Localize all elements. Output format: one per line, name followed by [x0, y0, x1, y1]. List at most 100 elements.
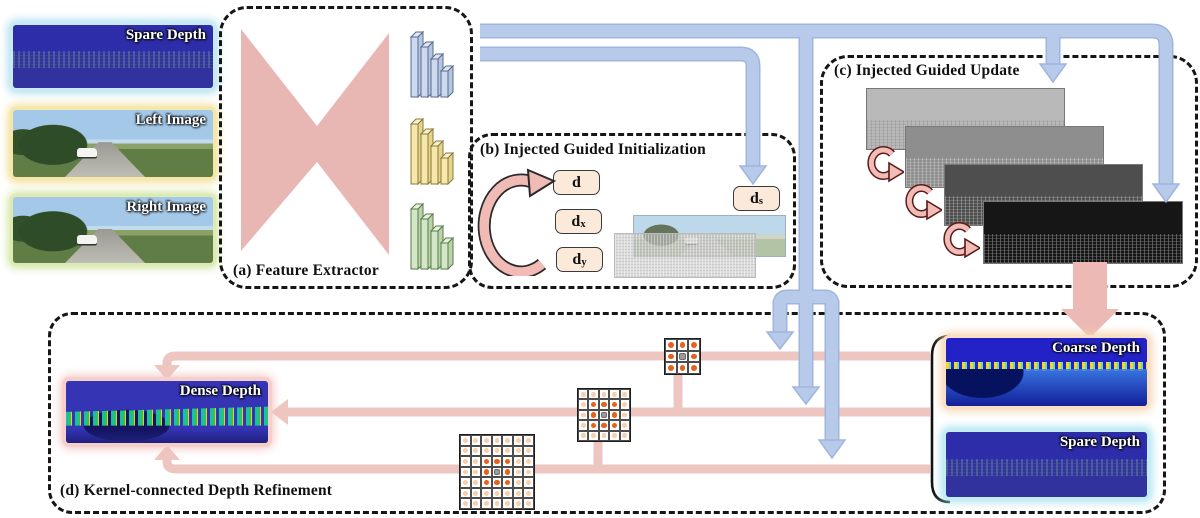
kernel-cell [512, 456, 524, 467]
kernel-cell [470, 435, 482, 446]
kernel-cell [460, 466, 471, 478]
kernel-weight-dot [483, 458, 490, 465]
kernel-cell [470, 487, 482, 499]
kernel-cell [676, 350, 689, 363]
kernel-weight-dot [515, 448, 521, 454]
feature-pyramid-green-icon [409, 202, 455, 271]
sparse-ds-base: d [750, 189, 759, 207]
sparse-ds-sub: s [758, 195, 763, 207]
disparity-dy-sub: y [581, 256, 587, 268]
kernel-weight-dot [484, 437, 489, 443]
kernel-cell [619, 399, 630, 410]
update-iteration-4-image [983, 201, 1183, 264]
kernel-weight-dot [601, 422, 607, 428]
kernel-cell [470, 456, 482, 467]
kernel-weight-dot [622, 391, 628, 397]
kernel-weight-dot [462, 490, 468, 496]
kernel-cell [523, 466, 534, 478]
kernel-cell [502, 498, 513, 509]
dense-depth-colorband [66, 406, 268, 426]
kernel-cell [688, 362, 700, 374]
kernel-cell [491, 498, 503, 509]
kernel-weight-dot [591, 433, 596, 439]
kernel-weight-dot [515, 469, 521, 475]
kernel-weight-dot [515, 437, 521, 443]
kernel-cell [470, 466, 482, 478]
kernel-cell [523, 487, 534, 499]
kernel-cell [491, 456, 503, 467]
kernel-cell [460, 456, 471, 467]
kernel-weight-dot [494, 448, 500, 454]
kernel-cell [619, 430, 630, 441]
kernel-cell [491, 477, 503, 488]
input-right-image-label: Right Image [126, 199, 206, 215]
kernel-weight-dot [504, 458, 511, 465]
kernel-weight-dot [580, 412, 586, 418]
kernel-weight-dot [505, 490, 510, 496]
kernel-weight-dot [494, 479, 500, 486]
kernel-center-dot [601, 412, 607, 418]
kernel-weight-dot [505, 437, 510, 443]
kernel-cell [676, 339, 689, 351]
update-cycle-arrow-icon [943, 222, 980, 259]
kernel-cell [588, 389, 599, 400]
kernel-cell [481, 498, 492, 509]
kernel-cell [578, 409, 589, 421]
kernel-center-dot [494, 469, 500, 475]
kernel-weight-dot [504, 469, 511, 475]
kernel-cell [512, 487, 524, 499]
kernel-weight-dot [601, 401, 607, 408]
kernel-grid-7x7 [459, 434, 535, 510]
kernel-cell [598, 399, 610, 410]
kernel-cell [578, 430, 589, 441]
kernel-cell [523, 435, 534, 446]
module-d-box [48, 312, 1166, 514]
kernel-weight-dot [505, 448, 510, 454]
module-a-title: (a) Feature Extractor [233, 262, 379, 279]
input-spare-depth-image: Spare Depth [13, 25, 213, 88]
kernel-cell [523, 477, 534, 488]
kernel-cell [665, 339, 677, 351]
kernel-cell [502, 445, 513, 457]
kernel-weight-dot [473, 448, 479, 454]
spare-depth-bottom-label: Spare Depth [1059, 434, 1140, 450]
kernel-weight-dot [484, 448, 489, 454]
kernel-grid-5x5 [577, 388, 631, 442]
sparse-overlay-noise [615, 234, 755, 277]
coarse-depth-image: Coarse Depth [946, 338, 1147, 406]
kernel-weight-dot [483, 469, 490, 475]
kernel-weight-dot [591, 391, 596, 397]
kernel-weight-dot [473, 469, 479, 475]
kernel-cell [502, 466, 513, 478]
kernel-cell [523, 498, 534, 509]
kernel-weight-dot [462, 469, 468, 475]
kernel-cell [609, 389, 620, 400]
spare-depth-speckle [946, 459, 1147, 477]
kernel-weight-dot [580, 423, 586, 428]
kernel-cell [481, 456, 492, 467]
spare-depth-bottom-image: Spare Depth [946, 432, 1147, 497]
coarse-depth-ground [946, 369, 1147, 406]
module-a-box: (a) Feature Extractor [219, 6, 473, 289]
kernel-weight-dot [462, 480, 468, 485]
kernel-cell [460, 498, 471, 509]
kernel-cell [470, 498, 482, 509]
kernel-weight-dot [526, 490, 532, 496]
kernel-weight-dot [679, 341, 686, 348]
kernel-cell [578, 389, 589, 400]
kernel-weight-dot [611, 401, 617, 408]
kernel-weight-dot [526, 469, 532, 475]
disparity-dx-sub: x [580, 218, 586, 230]
kernel-cell [588, 409, 599, 421]
kernel-weight-dot [484, 501, 489, 507]
kernel-cell [619, 420, 630, 431]
kernel-cell [481, 487, 492, 499]
kernel-weight-dot [622, 433, 628, 439]
kernel-cell [609, 409, 620, 421]
module-b-title: (b) Injected Guided Initialization [480, 141, 706, 158]
kernel-cell [502, 477, 513, 488]
kernel-cell [491, 435, 503, 446]
